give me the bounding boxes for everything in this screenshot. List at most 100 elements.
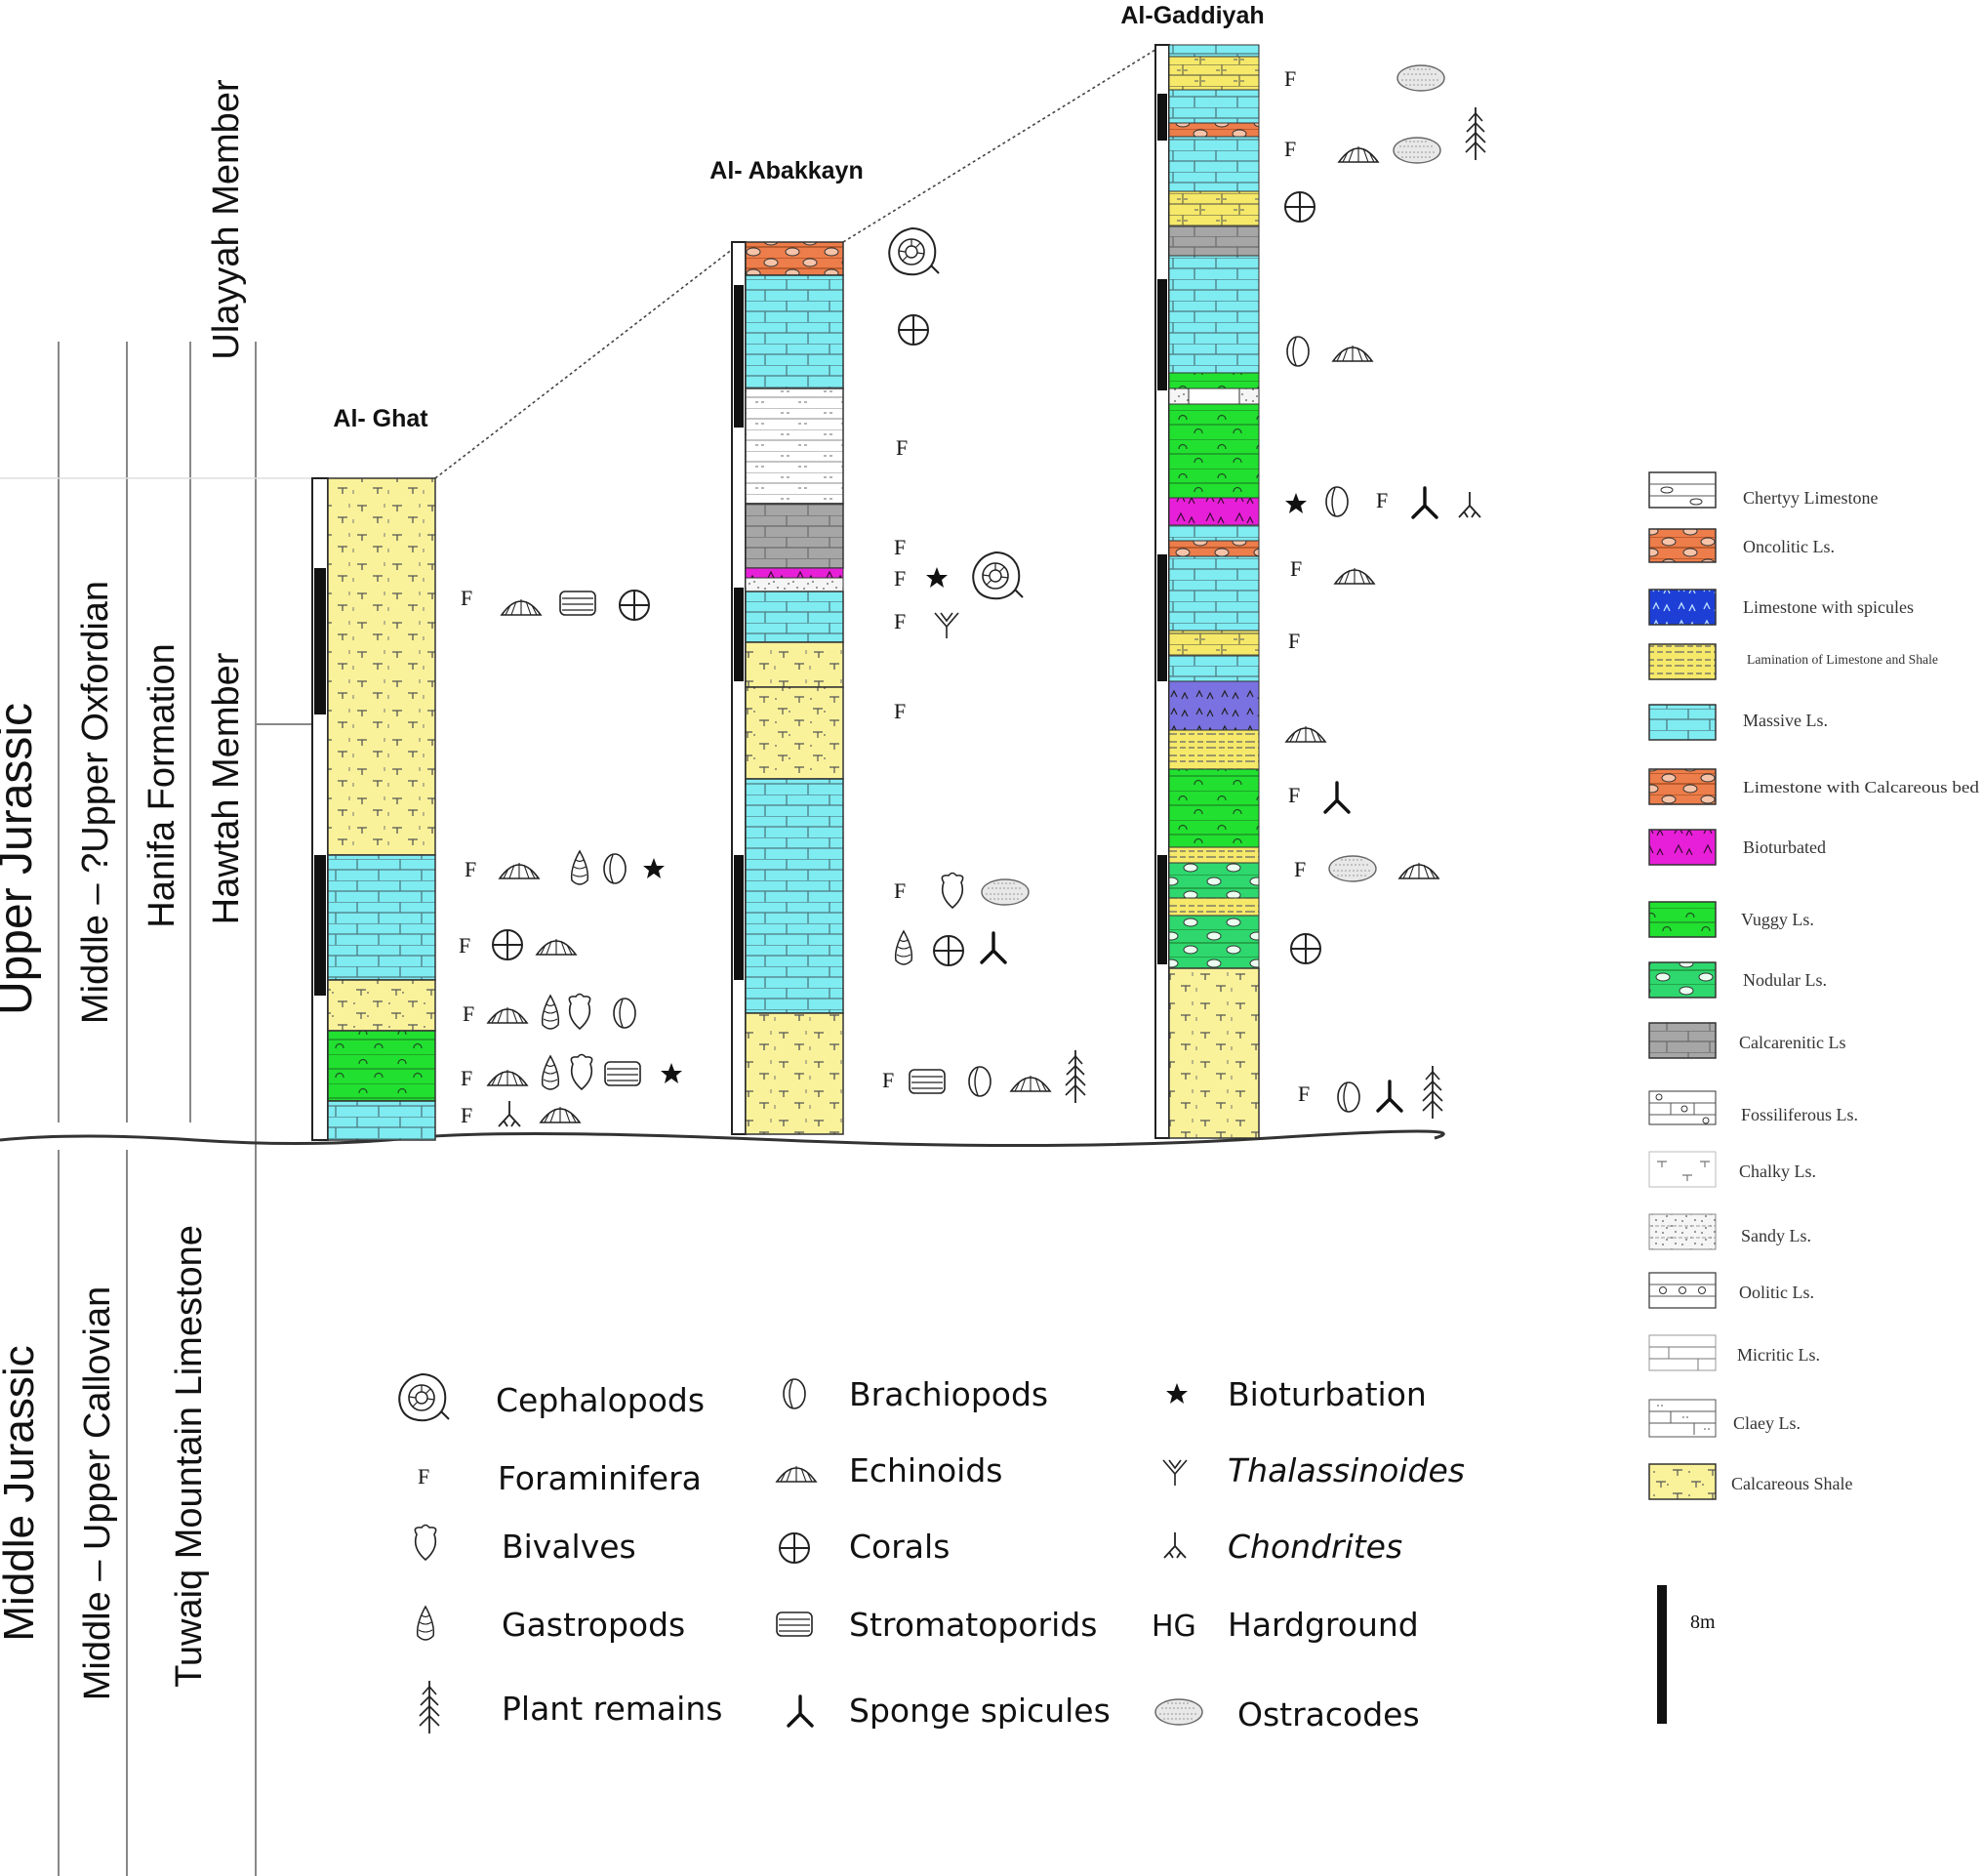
lith-item-calcarenitic: Calcarenitic Ls bbox=[1648, 1022, 1845, 1059]
legend-label: Chondrites bbox=[1228, 1528, 1402, 1566]
legend-label: Bivalves bbox=[502, 1528, 636, 1566]
lith-item-spicules: Limestone with spicules bbox=[1648, 589, 1914, 626]
lith-label: Oolitic Ls. bbox=[1739, 1283, 1814, 1302]
lith-label: Calcareous Shale bbox=[1731, 1474, 1852, 1493]
foram-symbol: F bbox=[461, 586, 472, 610]
lith-item-fossiliferous: Fossiliferous Ls. bbox=[1648, 1090, 1858, 1125]
lith-label: Bioturbated bbox=[1743, 837, 1826, 857]
lith-item-lamination: Lamination of Limestone and Shale bbox=[1648, 643, 1938, 680]
foram-symbol: F bbox=[894, 878, 906, 903]
section-al-ghat: Al- Ghat bbox=[311, 405, 436, 1141]
legend-label: Corals bbox=[849, 1528, 950, 1566]
stromatoporid-icon bbox=[776, 1611, 813, 1637]
legend-item-chondrites: Chondrites bbox=[1163, 1528, 1402, 1566]
era-upper-jurassic: Upper Jurassic bbox=[0, 703, 42, 1015]
member-hawtah: Hawtah Member bbox=[206, 652, 247, 924]
star-icon bbox=[1166, 1383, 1188, 1404]
foram-symbol: F bbox=[894, 609, 906, 633]
fossil-legend: Cephalopods F Foraminifera Bivalves Gast… bbox=[398, 1373, 1465, 1734]
lith-item-cherty-limestone: Chertyy Limestone bbox=[1648, 471, 1878, 509]
foram-symbol: F bbox=[894, 699, 906, 723]
thalassinoides-icon bbox=[1162, 1459, 1188, 1487]
formation-hanifa: Hanifa Formation bbox=[142, 643, 182, 927]
legend-item-stromatoporids: Stromatoporids bbox=[776, 1606, 1097, 1644]
fossil-occurrences: F F F F F F F F F F F F F F F F bbox=[459, 64, 1486, 1127]
legend-item-echinoids: Echinoids bbox=[776, 1451, 1003, 1489]
foram-symbol: F bbox=[1298, 1081, 1310, 1106]
lith-item-clayey: Claey Ls. bbox=[1648, 1399, 1801, 1438]
gastropod-icon bbox=[416, 1606, 435, 1641]
sponge-spicule-icon bbox=[787, 1694, 814, 1728]
foram-symbol: F bbox=[463, 1001, 474, 1026]
section-title: Al- Ghat bbox=[333, 405, 428, 432]
echinoid-icon bbox=[776, 1465, 817, 1483]
lith-label: Claey Ls. bbox=[1733, 1413, 1801, 1433]
lith-label: Massive Ls. bbox=[1743, 711, 1828, 730]
lith-item-nodular: Nodular Ls. bbox=[1648, 961, 1827, 999]
lith-label: Nodular Ls. bbox=[1743, 970, 1827, 990]
foram-symbol: F bbox=[465, 857, 476, 881]
legend-label: Brachiopods bbox=[849, 1375, 1048, 1413]
legend-item-brachiopods: Brachiopods bbox=[783, 1375, 1048, 1413]
legend-label: Bioturbation bbox=[1228, 1375, 1427, 1413]
bivalve-icon bbox=[414, 1524, 437, 1561]
legend-item-bioturbation: Bioturbation bbox=[1166, 1375, 1427, 1413]
lith-item-sandy: Sandy Ls. bbox=[1648, 1213, 1811, 1250]
era-labels: Upper Jurassic Middle Jurassic Middle – … bbox=[0, 79, 247, 1700]
brachiopod-icon bbox=[783, 1378, 806, 1409]
legend-label: Echinoids bbox=[849, 1451, 1003, 1489]
lith-label: Micritic Ls. bbox=[1737, 1345, 1820, 1365]
foram-symbol: F bbox=[459, 933, 470, 958]
member-ulayyah: Ulayyah Member bbox=[206, 79, 247, 360]
ostracode-icon bbox=[1154, 1698, 1203, 1726]
lith-label: Chalky Ls. bbox=[1739, 1162, 1816, 1181]
lith-label: Limestone with Calcareous bed bbox=[1743, 778, 1980, 796]
lith-label: Fossiliferous Ls. bbox=[1741, 1105, 1858, 1124]
lithology-legend: Chertyy Limestone Oncolitic Ls. Limeston… bbox=[1648, 471, 1980, 1500]
legend-label: Ostracodes bbox=[1237, 1695, 1420, 1733]
foram-symbol: F bbox=[882, 1068, 894, 1092]
legend-item-corals: Corals bbox=[779, 1528, 950, 1566]
foram-symbol: F bbox=[1284, 137, 1296, 161]
era-middle-jurassic: Middle Jurassic bbox=[0, 1345, 43, 1641]
legend-item-ostracodes: Ostracodes bbox=[1154, 1695, 1420, 1733]
lith-item-calcareous-shale: Calcareous Shale bbox=[1648, 1463, 1852, 1500]
lith-item-micritic: Micritic Ls. bbox=[1648, 1334, 1820, 1371]
foram-symbol: F bbox=[1288, 783, 1300, 807]
legend-item-gastropods: Gastropods bbox=[416, 1606, 685, 1644]
lith-label: Vuggy Ls. bbox=[1741, 910, 1814, 929]
foram-symbol: F bbox=[1376, 488, 1388, 512]
section-al-gaddiyah: Al-Gaddiyah bbox=[1120, 2, 1265, 1139]
scale-bar: 8m bbox=[1657, 1585, 1716, 1724]
legend-item-cephalopods: Cephalopods bbox=[398, 1373, 705, 1422]
stage-oxfordian: Middle – ?Upper Oxfordian bbox=[75, 581, 116, 1024]
formation-tuwaiq: Tuwaiq Mountain Limestone bbox=[169, 1225, 210, 1688]
lith-item-oolitic: Oolitic Ls. bbox=[1648, 1272, 1814, 1309]
legend-item-sponge-spicules: Sponge spicules bbox=[787, 1692, 1111, 1730]
scale-label: 8m bbox=[1690, 1611, 1716, 1633]
legend-label: Plant remains bbox=[502, 1690, 722, 1728]
foram-symbol: F bbox=[894, 566, 906, 591]
lith-item-chalky: Chalky Ls. bbox=[1648, 1151, 1816, 1188]
chondrites-icon bbox=[1163, 1531, 1187, 1559]
legend-label: Cephalopods bbox=[496, 1381, 705, 1419]
foram-symbol: F bbox=[1294, 857, 1306, 881]
plant-icon bbox=[419, 1680, 440, 1734]
foram-symbol: F bbox=[461, 1066, 472, 1090]
ammonite-icon bbox=[398, 1373, 450, 1422]
legend-label: Hardground bbox=[1228, 1606, 1419, 1644]
lith-label: Oncolitic Ls. bbox=[1743, 537, 1835, 556]
foram-symbol: F bbox=[1284, 66, 1296, 91]
lith-item-oncolitic: Oncolitic Ls. bbox=[1648, 528, 1835, 563]
legend-label: Gastropods bbox=[502, 1606, 685, 1644]
legend-label: Stromatoporids bbox=[849, 1606, 1097, 1644]
legend-item-bivalves: Bivalves bbox=[414, 1524, 636, 1566]
lith-item-calcareous-bed: Limestone with Calcareous bed bbox=[1648, 768, 1980, 805]
legend-item-foraminifera: F Foraminifera bbox=[418, 1459, 702, 1497]
lith-label: Chertyy Limestone bbox=[1743, 488, 1878, 508]
section-al-abakkayn: Al- Abakkayn bbox=[709, 157, 864, 1135]
lith-label: Calcarenitic Ls bbox=[1739, 1033, 1845, 1052]
lith-item-bioturbated: Bioturbated bbox=[1648, 829, 1826, 866]
lith-label: Sandy Ls. bbox=[1741, 1226, 1811, 1245]
